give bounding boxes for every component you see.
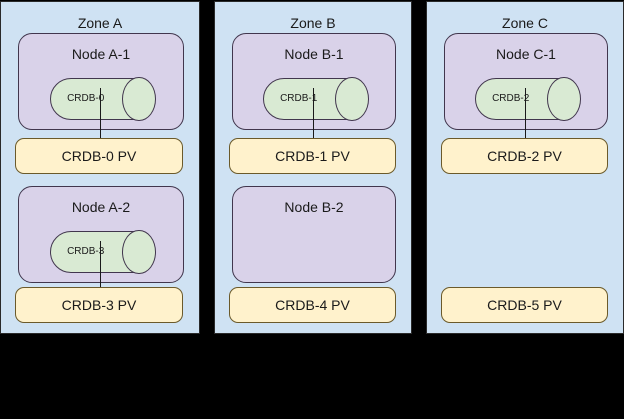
zone-a: Zone A Node A-1 CRDB-0 CRDB-0 PV Node A-… (0, 1, 200, 334)
node-a-1: Node A-1 CRDB-0 (18, 33, 184, 130)
pv-crdb-4: CRDB-4 PV (229, 287, 396, 323)
cylinder-cap (335, 77, 369, 121)
zone-c: Zone C Node C-1 CRDB-2 CRDB-2 PV CRDB-5 … (426, 1, 624, 334)
pv-crdb-3: CRDB-3 PV (15, 287, 183, 323)
zone-b: Zone B Node B-1 CRDB-1 CRDB-1 PV Node B-… (214, 1, 412, 334)
pv-crdb-5: CRDB-5 PV (441, 287, 608, 323)
node-b-2: Node B-2 (232, 186, 396, 283)
cylinder-cap (547, 77, 581, 121)
connector-node-a-2-to-pv (100, 241, 101, 287)
node-a-2: Node A-2 CRDB-3 (18, 186, 184, 283)
pod-crdb-0: CRDB-0 (50, 77, 156, 121)
zone-a-title: Zone A (77, 15, 123, 31)
node-b-2-title: Node B-2 (284, 199, 344, 215)
pod-crdb-3-label: CRDB-3 (67, 246, 105, 257)
node-a-2-title: Node A-2 (71, 199, 131, 215)
connector-node-a-1-to-pv (100, 88, 101, 138)
cylinder-cap (122, 230, 156, 274)
connector-node-b-1-to-pv (313, 88, 314, 138)
pod-crdb-1-label: CRDB-1 (280, 93, 318, 104)
node-c-1-title: Node C-1 (496, 46, 556, 62)
node-b-1: Node B-1 CRDB-1 (232, 33, 396, 130)
connector-node-c-1-to-pv (525, 88, 526, 138)
node-c-1: Node C-1 CRDB-2 (444, 33, 608, 130)
zone-b-title: Zone B (290, 15, 336, 31)
node-b-1-title: Node B-1 (284, 46, 344, 62)
pod-crdb-1: CRDB-1 (263, 77, 369, 121)
pv-crdb-0: CRDB-0 PV (15, 138, 183, 174)
cylinder-cap (122, 77, 156, 121)
pv-crdb-2: CRDB-2 PV (441, 138, 608, 174)
zone-c-title: Zone C (502, 15, 548, 31)
pod-crdb-3: CRDB-3 (50, 230, 156, 274)
pod-crdb-2: CRDB-2 (475, 77, 581, 121)
pv-crdb-1: CRDB-1 PV (229, 138, 396, 174)
pod-crdb-2-label: CRDB-2 (492, 93, 530, 104)
pod-crdb-0-label: CRDB-0 (67, 93, 105, 104)
node-a-1-title: Node A-1 (71, 46, 131, 62)
